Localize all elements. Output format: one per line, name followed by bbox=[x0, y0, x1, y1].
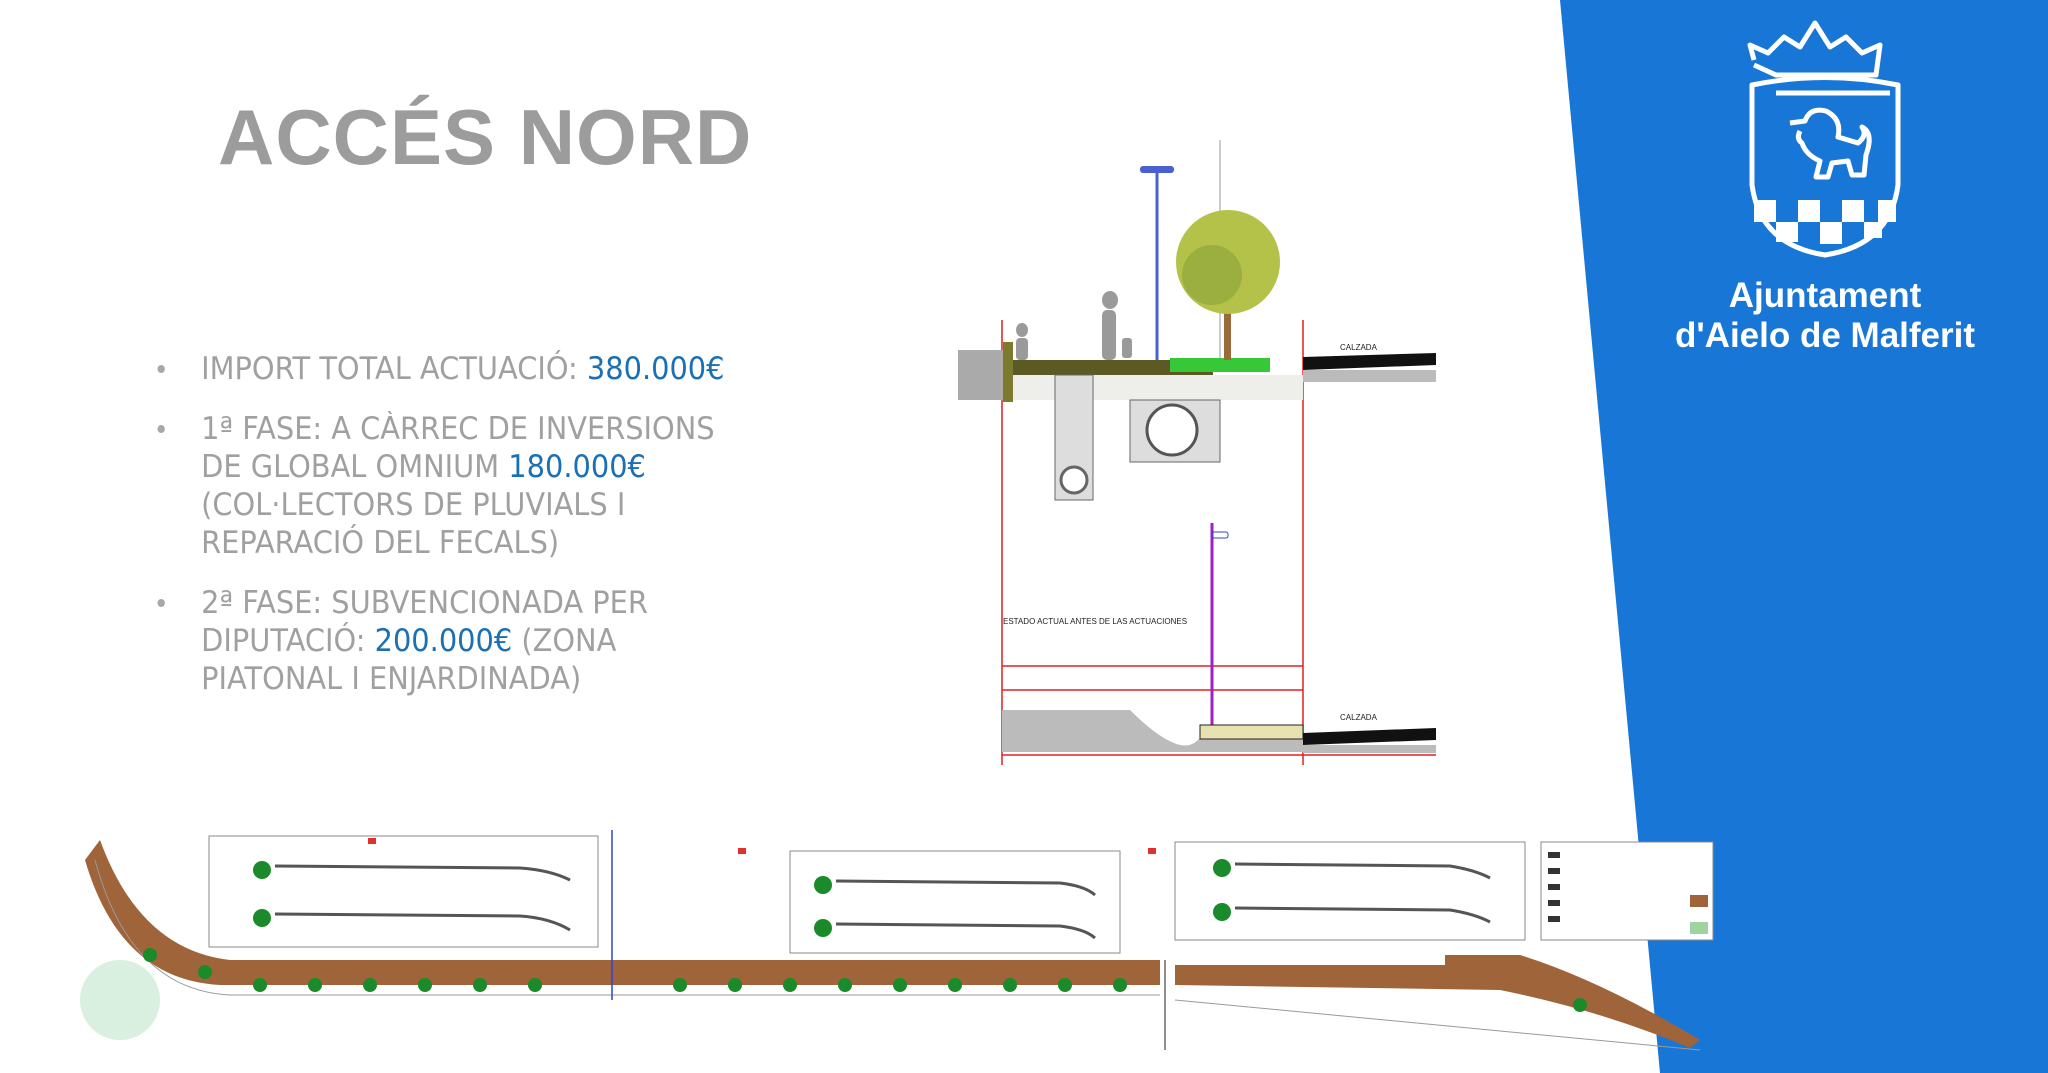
bullet-dot bbox=[157, 365, 165, 373]
amount-phase-2: 200.000€ bbox=[374, 623, 513, 659]
road-label-upper: CALZADA bbox=[1340, 343, 1378, 352]
brand-name-line1: Ajuntament bbox=[1728, 276, 1922, 315]
cross-section-drawing: CALZADA ESTADO ACTUAL ANTES DE LAS ACTUA… bbox=[958, 140, 1436, 765]
slide-title: ACCÉS NORD bbox=[218, 93, 753, 181]
road-label-lower: CALZADA bbox=[1340, 713, 1378, 722]
bullet-list: IMPORT TOTAL ACTUACIÓ: 380.000€ 1ª FASE:… bbox=[150, 350, 790, 720]
plan-view-drawing bbox=[80, 830, 1714, 1051]
bullet-phase-2: 2ª FASE: SUBVENCIONADA PER DIPUTACIÓ: 20… bbox=[150, 584, 745, 698]
bullet-dot bbox=[157, 599, 165, 607]
brand-name-line2: d'Aielo de Malferit bbox=[1674, 316, 1976, 355]
section-label: ESTADO ACTUAL ANTES DE LAS ACTUACIONES bbox=[1003, 617, 1187, 626]
amount-phase-1: 180.000€ bbox=[508, 449, 646, 485]
bullet-phase-1: 1ª FASE: A CÀRREC DE INVERSIONS DE GLOBA… bbox=[150, 410, 745, 562]
amount-total: 380.000€ bbox=[586, 351, 725, 387]
coat-of-arms-logo bbox=[1747, 20, 1901, 258]
bullet-dot bbox=[157, 425, 165, 433]
bullet-total: IMPORT TOTAL ACTUACIÓ: 380.000€ bbox=[150, 350, 745, 388]
